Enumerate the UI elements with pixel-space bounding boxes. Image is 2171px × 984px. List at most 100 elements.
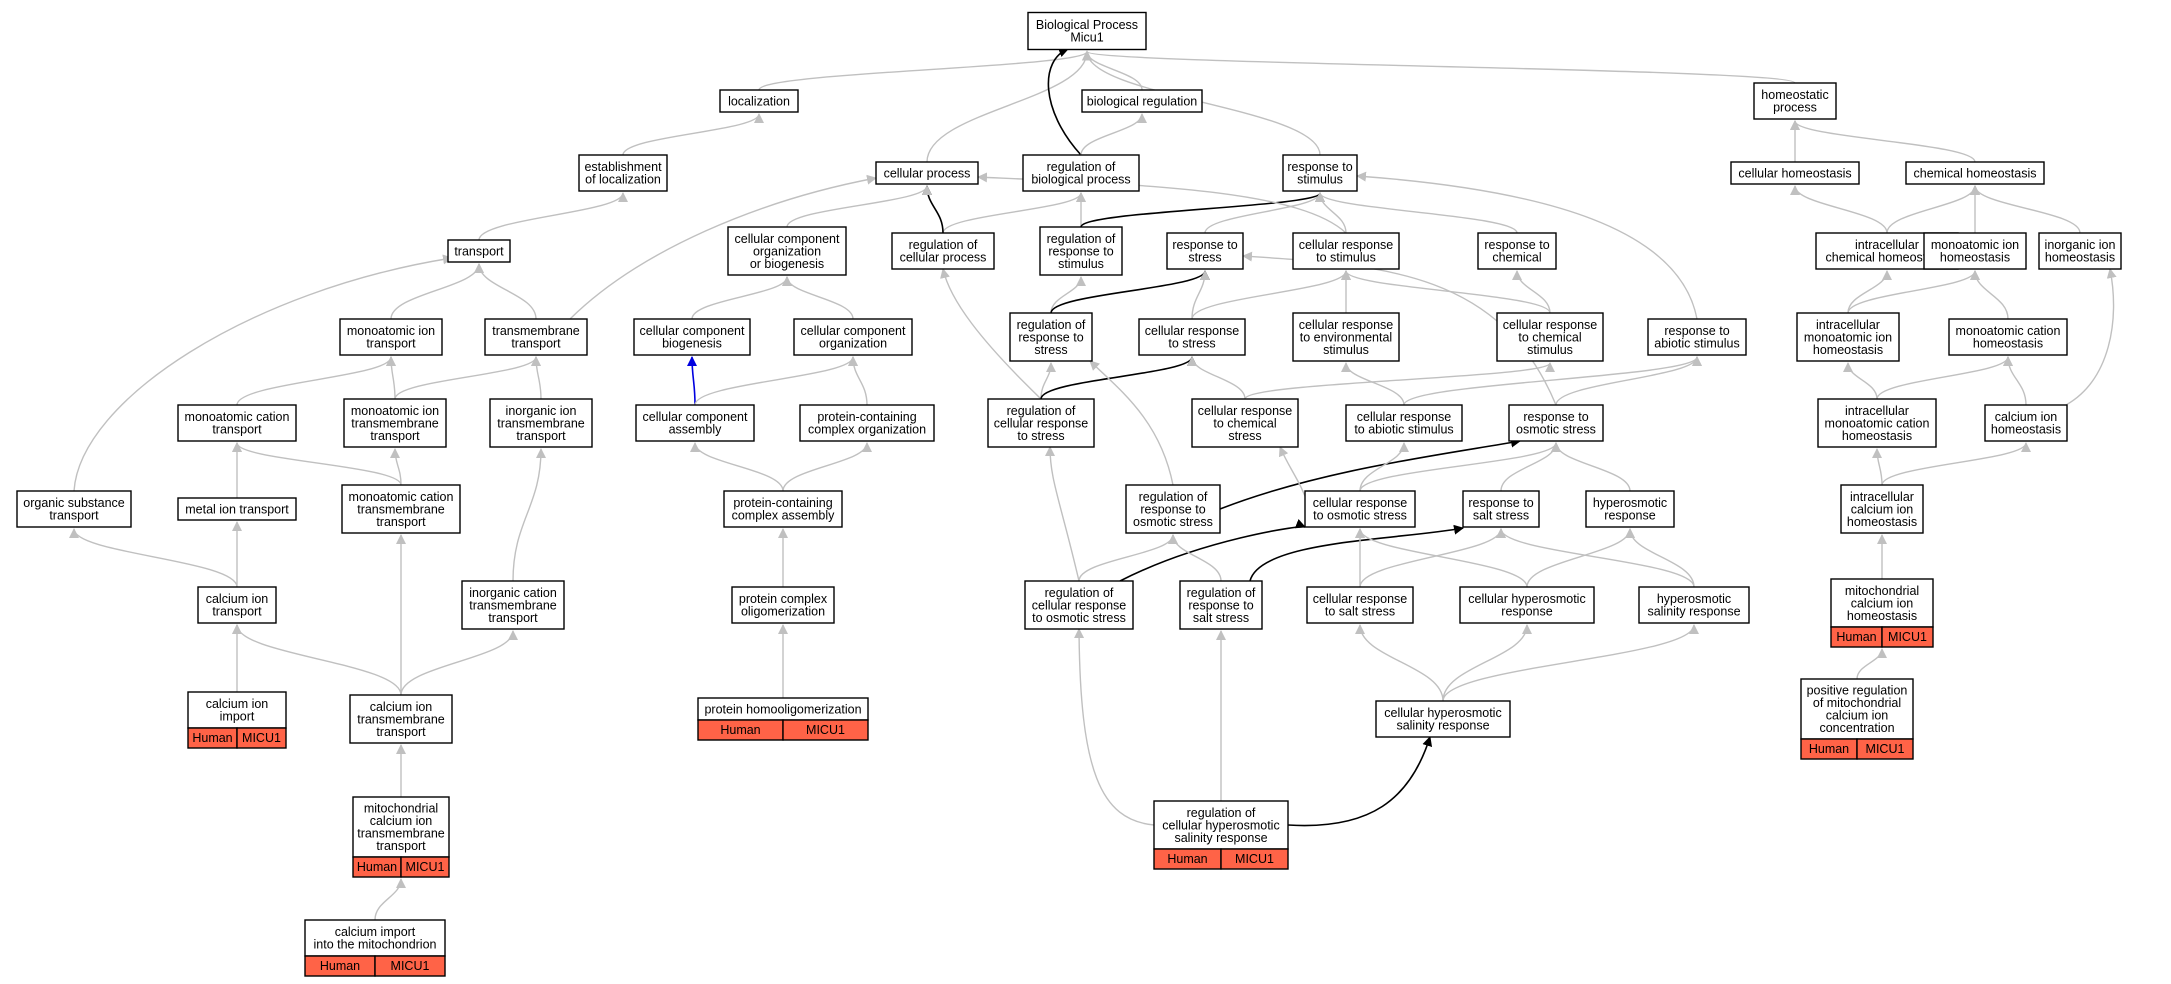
node-label-line: intracellular: [1816, 318, 1880, 332]
edge-respstim-to-bp: [1082, 50, 1321, 156]
node-label-line: protein complex: [739, 592, 828, 606]
node-loc[interactable]: localization: [719, 89, 799, 113]
edge-ccorg-to-ccob: [782, 276, 854, 320]
edge-regcellrespossmotic-to-cellrespossmotic: [1119, 519, 1306, 582]
edge-intrachemhomeo-to-cellhomeo: [1790, 185, 1888, 234]
annotation-gene: MICU1: [806, 723, 845, 737]
edge-monocathomeo-to-monoionhomeo: [1970, 270, 2009, 320]
node-box: [1125, 484, 1221, 534]
node-chemhomeo[interactable]: chemical homeostasis: [1905, 161, 2045, 185]
node-cellproc[interactable]: cellular process: [875, 161, 979, 185]
node-box: [1462, 490, 1540, 528]
node-label-line: Micu1: [1070, 31, 1103, 45]
node-box: [1796, 312, 1900, 362]
node-box: [1304, 490, 1416, 528]
node-label-line: transport: [511, 337, 561, 351]
node-metaliontrans[interactable]: metal ion transport: [177, 497, 297, 521]
node-box: [339, 318, 443, 356]
node-label-line: regulation of: [1047, 160, 1116, 174]
node-label-line: transmembrane: [492, 324, 580, 338]
node-transport[interactable]: transport: [447, 239, 511, 263]
node-label-line: to stimulus: [1316, 251, 1376, 265]
node-label-line: calcium ion: [370, 700, 433, 714]
edge-cellhypersalinity-to-hypersalinity: [1442, 624, 1699, 702]
edge-monocattmtrans-to-monocattrans: [232, 442, 402, 486]
node-bioreg[interactable]: biological regulation: [1081, 89, 1203, 113]
node-label-line: osmotic stress: [1516, 423, 1596, 437]
node-box: [1153, 800, 1289, 850]
node-box: [1496, 312, 1604, 362]
node-label-line: response to: [1523, 410, 1588, 424]
node-label-line: cellular response: [1032, 598, 1127, 612]
node-label-line: concentration: [1819, 721, 1894, 735]
edge-regcellhyper-to-regcellrespossmotic: [1074, 628, 1155, 826]
node-cellhomeo[interactable]: cellular homeostasis: [1730, 161, 1860, 185]
node-box: [633, 318, 751, 356]
edge-regrespstim-to-respstim: [1080, 192, 1325, 228]
node-label-line: cellular response: [1145, 324, 1240, 338]
node-box: [1292, 312, 1400, 362]
edge-inorgcattmtrans-to-inorgiontmtrans: [512, 448, 546, 582]
